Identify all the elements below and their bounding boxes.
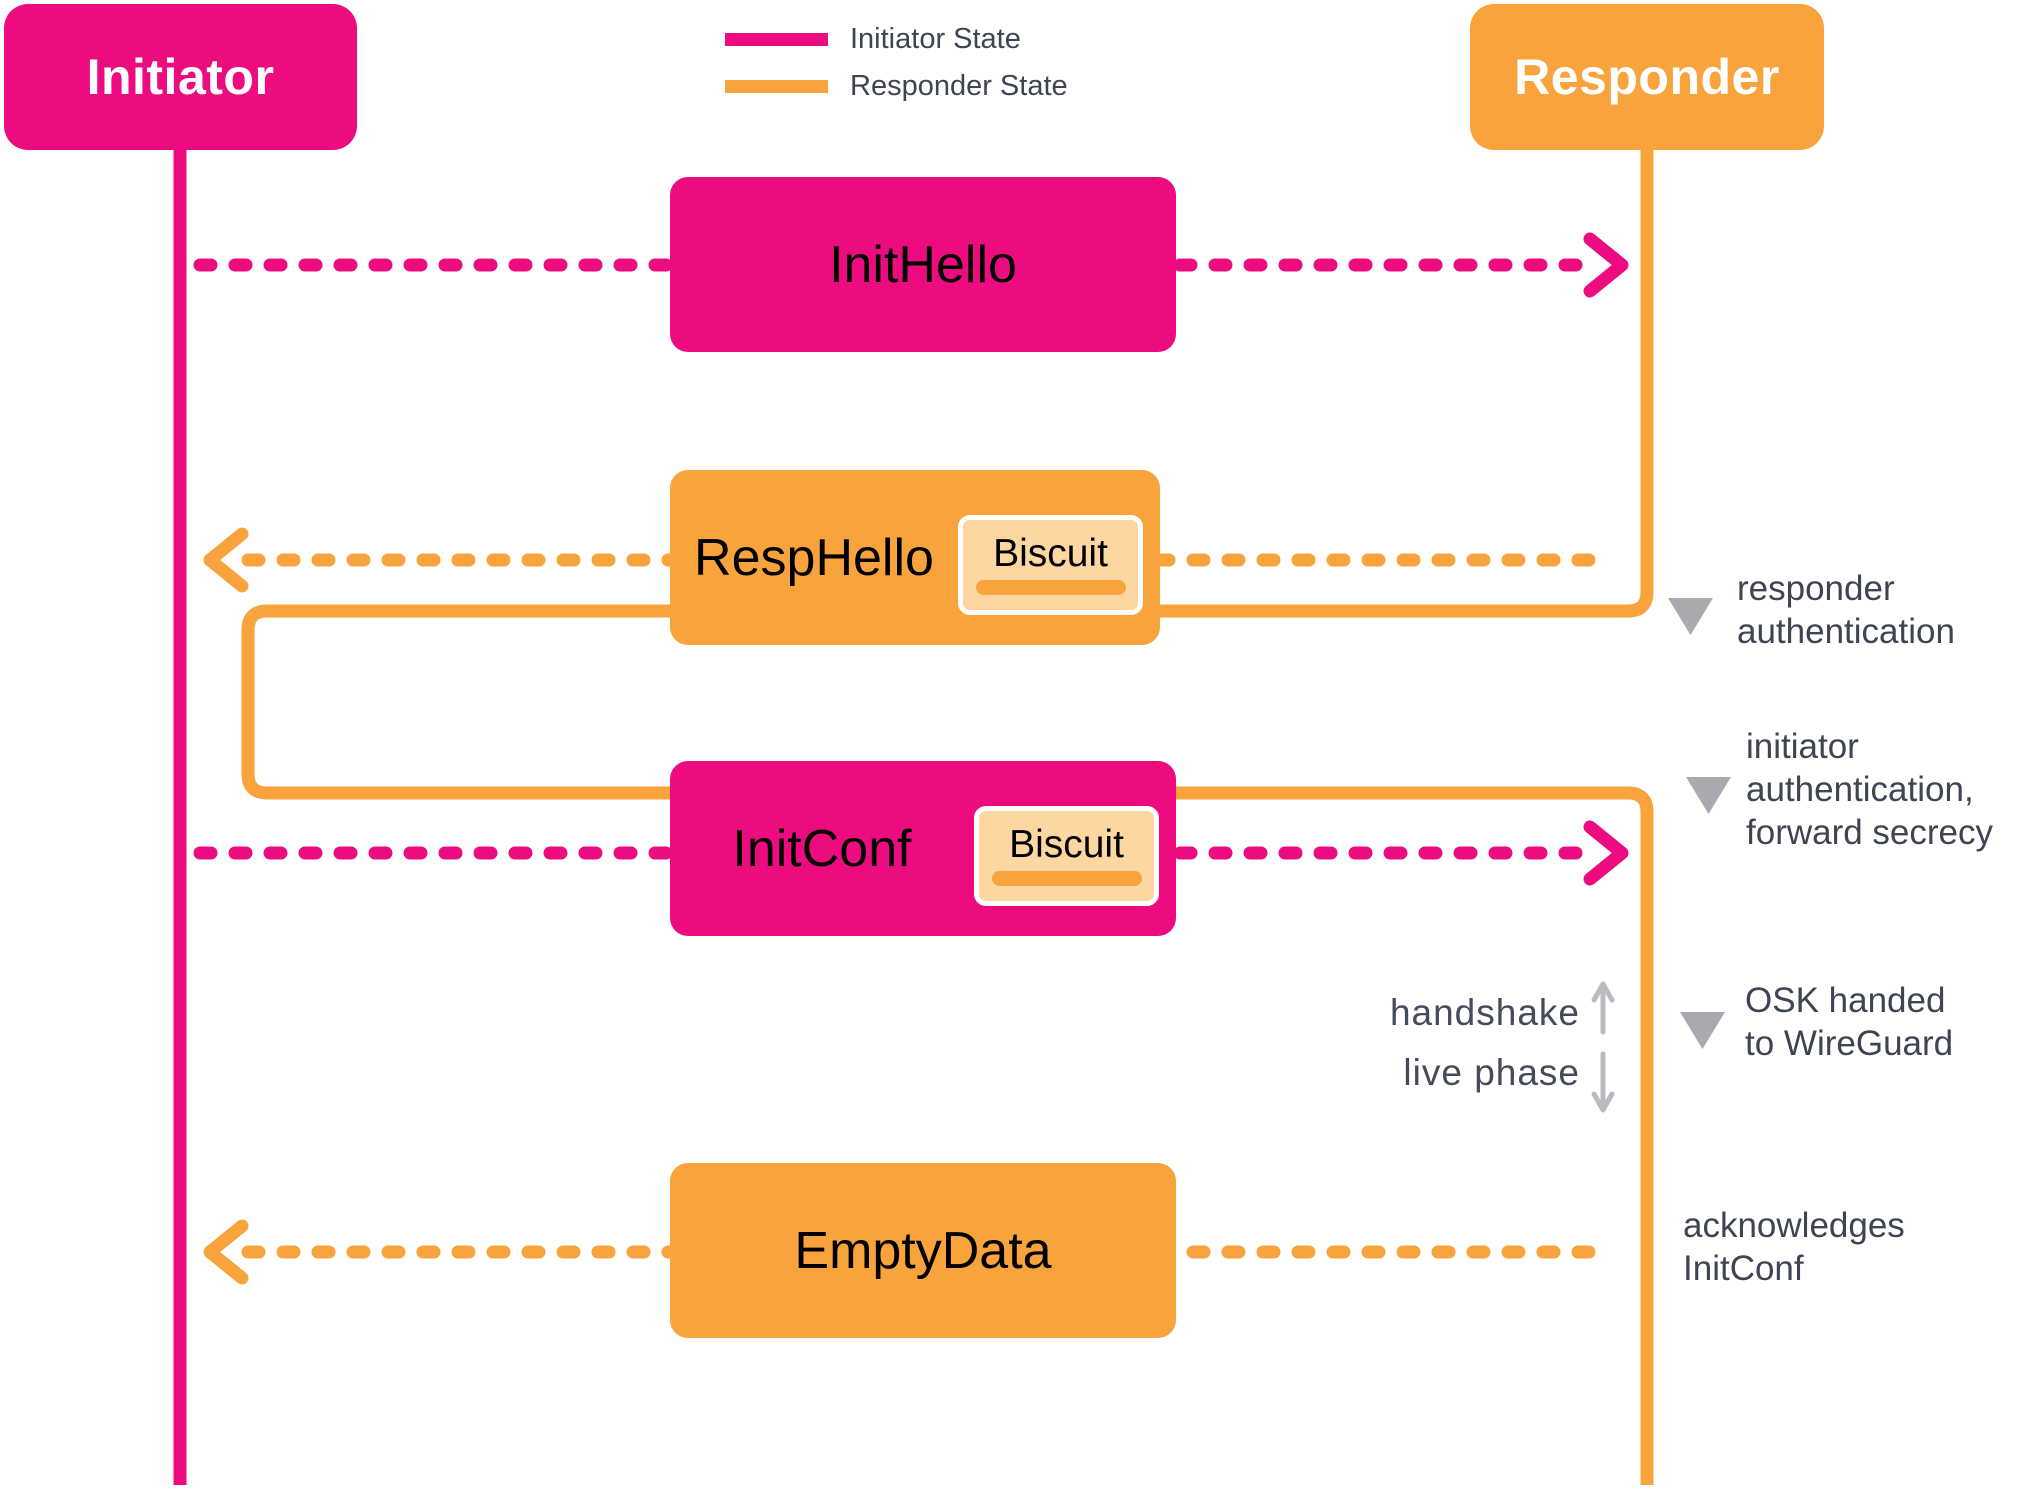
annotation-line: acknowledges bbox=[1683, 1206, 1905, 1245]
annotation-line: responder bbox=[1737, 569, 1895, 608]
message-label: RespHello bbox=[694, 528, 934, 587]
inithello-arrowhead-icon bbox=[1583, 232, 1629, 298]
annotation-line: initiator bbox=[1746, 727, 1859, 766]
phase-label-live-phase: live phase bbox=[1403, 1052, 1580, 1093]
legend-item-responder-state: Responder State bbox=[725, 69, 1068, 103]
phase-label-handshake: handshake bbox=[1389, 992, 1580, 1033]
resphello-arrowhead-icon bbox=[203, 527, 249, 593]
biscuit-underline bbox=[975, 580, 1126, 595]
annotation-responder-authentication: responder authentication bbox=[1737, 567, 1955, 653]
biscuit-badge: Biscuit bbox=[958, 514, 1143, 615]
biscuit-label: Biscuit bbox=[993, 532, 1108, 575]
annotation-line: authentication bbox=[1737, 612, 1955, 651]
initiator-actor-box: Initiator bbox=[4, 4, 357, 150]
initiator-state-swatch bbox=[725, 32, 828, 46]
arrow-down-head-icon bbox=[1591, 1091, 1615, 1113]
message-emptydata: EmptyData bbox=[670, 1163, 1176, 1338]
annotation-line: to WireGuard bbox=[1745, 1024, 1954, 1063]
message-label: EmptyData bbox=[794, 1221, 1052, 1280]
responder-state-line bbox=[241, 150, 1654, 1485]
annotation-line: authentication, bbox=[1746, 770, 1974, 809]
biscuit-label: Biscuit bbox=[1009, 823, 1124, 866]
responder-actor-label: Responder bbox=[1514, 49, 1780, 105]
message-inithello: InitHello bbox=[670, 177, 1176, 352]
triangle-down-icon bbox=[1680, 1012, 1725, 1049]
annotation-line: OSK handed bbox=[1745, 981, 1946, 1020]
initconf-arrowhead-icon bbox=[1583, 820, 1629, 886]
responder-state-swatch bbox=[725, 79, 828, 93]
legend-item-initiator-state: Initiator State bbox=[725, 22, 1021, 56]
message-initconf: InitConf Biscuit bbox=[670, 761, 1176, 936]
responder-actor-box: Responder bbox=[1470, 4, 1824, 150]
annotation-line: forward secrecy bbox=[1746, 813, 1994, 852]
annotation-initiator-authentication: initiator authentication, forward secrec… bbox=[1746, 725, 1993, 854]
message-label: InitConf bbox=[732, 819, 912, 878]
annotation-acknowledges-initconf: acknowledges InitConf bbox=[1683, 1204, 1905, 1290]
triangle-down-icon bbox=[1686, 777, 1731, 814]
message-resphello: RespHello Biscuit bbox=[670, 470, 1160, 645]
arrow-up-head-icon bbox=[1591, 981, 1615, 1003]
message-label: InitHello bbox=[829, 235, 1017, 294]
initiator-actor-label: Initiator bbox=[86, 49, 275, 105]
legend-label: Initiator State bbox=[850, 22, 1021, 55]
legend-label: Responder State bbox=[850, 69, 1068, 102]
biscuit-underline bbox=[991, 871, 1142, 886]
emptydata-arrowhead-icon bbox=[203, 1219, 249, 1285]
triangle-down-icon bbox=[1668, 598, 1713, 635]
annotation-line: InitConf bbox=[1683, 1249, 1804, 1288]
annotation-osk-handed: OSK handed to WireGuard bbox=[1745, 979, 1953, 1065]
biscuit-badge: Biscuit bbox=[974, 805, 1159, 906]
